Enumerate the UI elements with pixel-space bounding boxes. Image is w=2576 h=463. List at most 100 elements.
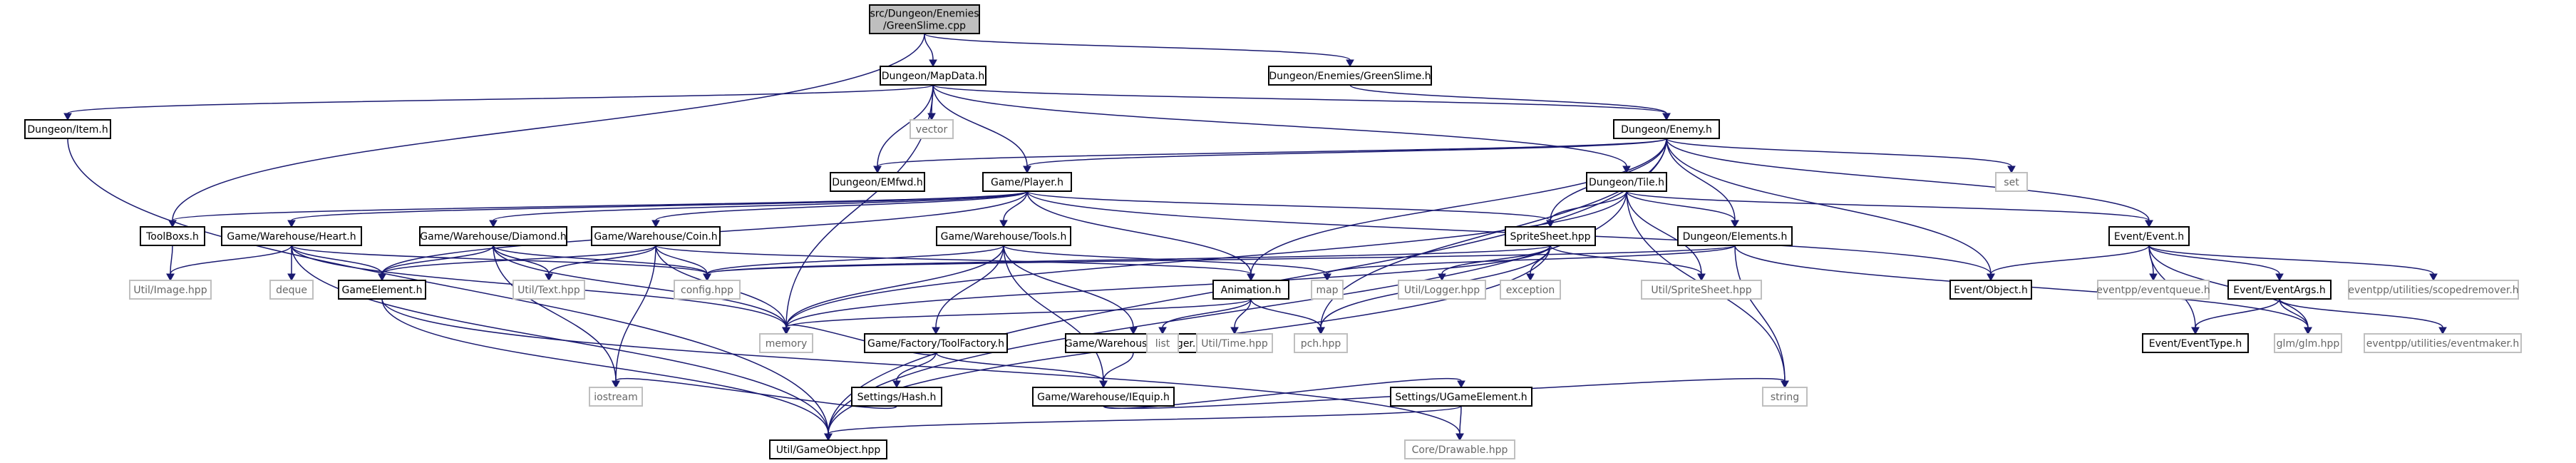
node-item[interactable]: Dungeon/Item.h [24, 119, 111, 139]
node-iequip[interactable]: Game/Warehouse/IEquip.h [1032, 387, 1175, 407]
node-label: eventpp/utilities/eventmaker.h [2366, 338, 2520, 350]
node-gameelement[interactable]: GameElement.h [338, 280, 426, 300]
node-label: Util/GameObject.hpp [776, 444, 881, 456]
node-box [589, 387, 643, 407]
edge-eventargs-to-eventtype [2191, 298, 2280, 335]
node-box [1762, 387, 1808, 407]
node-label: config.hpp [681, 285, 733, 296]
node-box [869, 4, 980, 34]
edge-event-to-object [1987, 245, 2150, 282]
node-label: Dungeon/Enemy.h [1621, 124, 1712, 136]
edge-toolfactory-to-memory [782, 324, 937, 356]
edge-player-to-coin [651, 190, 1028, 228]
node-tools[interactable]: Game/Warehouse/Tools.h [936, 226, 1071, 246]
node-box [2227, 280, 2332, 300]
node-label: exception [1506, 285, 1555, 296]
node-greenslime_h[interactable]: Dungeon/Enemies/GreenSlime.h [1268, 66, 1432, 86]
node-label: Settings/Hash.h [857, 392, 937, 403]
node-label: GameElement.h [342, 285, 423, 296]
node-hash[interactable]: Settings/Hash.h [851, 387, 942, 407]
node-gameobject[interactable]: Util/GameObject.hpp [769, 439, 887, 459]
node-label: Event/EventType.h [2149, 338, 2242, 350]
node-emfwd[interactable]: Dungeon/EMfwd.h [830, 172, 925, 192]
node-eventargs[interactable]: Event/EventArgs.h [2227, 280, 2332, 300]
node-label: Util/Text.hpp [517, 285, 580, 296]
edge-tools-to-toolfactory [932, 245, 1004, 335]
graph-nodes: src/Dungeon/Enemies/GreenSlime.cppDungeo… [24, 4, 2522, 459]
node-logger: Util/Logger.hpp [1398, 280, 1486, 300]
edge-heart-to-image [166, 245, 292, 282]
node-label: Util/Logger.hpp [1404, 285, 1480, 296]
node-box [1677, 226, 1793, 246]
node-box [221, 226, 362, 246]
node-diamond[interactable]: Game/Warehouse/Diamond.h [419, 226, 567, 246]
node-mapdata[interactable]: Dungeon/MapData.h [880, 66, 986, 86]
node-box [910, 119, 954, 139]
node-box [591, 226, 721, 246]
node-box [140, 226, 205, 246]
node-label: Util/SpriteSheet.hpp [1651, 285, 1751, 296]
node-label: eventpp/eventqueue.h [2096, 285, 2210, 296]
node-tile[interactable]: Dungeon/Tile.h [1586, 172, 1667, 192]
node-label: Core/Drawable.hpp [1412, 444, 1508, 456]
edge-diamond-to-config [493, 245, 711, 282]
node-box [759, 333, 813, 353]
node-box [880, 66, 986, 86]
node-enemy[interactable]: Dungeon/Enemy.h [1613, 119, 1720, 139]
node-time: Util/Time.hpp [1196, 333, 1273, 353]
node-util_ss: Util/SpriteSheet.hpp [1641, 280, 1762, 300]
node-event[interactable]: Event/Event.h [2108, 226, 2190, 246]
edge-player-to-toolboxs [168, 190, 1028, 228]
edge-player-to-heart [287, 190, 1028, 228]
node-animation[interactable]: Animation.h [1212, 280, 1289, 300]
node-box [1196, 333, 1273, 353]
node-string: string [1762, 387, 1808, 407]
node-iostream: iostream [589, 387, 643, 407]
node-label: list [1155, 338, 1170, 350]
node-root[interactable]: src/Dungeon/Enemies/GreenSlime.cpp [869, 4, 980, 34]
node-box [1212, 280, 1289, 300]
edge-toolfactory-to-hash [892, 352, 937, 389]
edge-mapdata-to-item [63, 84, 934, 121]
node-label: deque [276, 285, 307, 296]
edge-tile-to-event [1626, 190, 2153, 228]
node-elements[interactable]: Dungeon/Elements.h [1677, 226, 1793, 246]
node-box [2348, 280, 2519, 300]
node-label: Settings/UGameElement.h [1395, 392, 1527, 403]
edge-elements-to-string [1734, 245, 1789, 389]
edge-spritesheet-to-logger [1438, 245, 1551, 282]
node-label: Game/Player.h [991, 177, 1063, 188]
node-label: /GreenSlime.cpp [883, 21, 966, 32]
node-toolboxs[interactable]: ToolBoxs.h [140, 226, 205, 246]
node-box [2097, 280, 2210, 300]
node-box [1641, 280, 1762, 300]
node-object[interactable]: Event/Object.h [1949, 280, 2032, 300]
node-eventtype[interactable]: Event/EventType.h [2142, 333, 2249, 353]
edge-ugameelement-to-gameobject [824, 405, 1462, 442]
node-box [512, 280, 585, 300]
node-ugameelement[interactable]: Settings/UGameElement.h [1390, 387, 1532, 407]
node-label: memory [766, 338, 808, 350]
node-coin[interactable]: Game/Warehouse/Coin.h [591, 226, 721, 246]
node-box [1586, 172, 1667, 192]
node-eventmaker: eventpp/utilities/eventmaker.h [2364, 333, 2522, 353]
node-deque: deque [269, 280, 314, 300]
node-label: Dungeon/Item.h [27, 124, 108, 136]
node-label: Dungeon/Enemies/GreenSlime.h [1269, 71, 1431, 82]
edge-hash-to-iostream [612, 377, 897, 409]
edge-root-to-greenslime_h [924, 33, 1354, 68]
node-pch: pch.hpp [1294, 333, 1348, 353]
node-label: string [1771, 392, 1799, 403]
node-label: iostream [594, 392, 638, 403]
node-player[interactable]: Game/Player.h [982, 172, 1072, 192]
node-label: Game/Warehouse/IEquip.h [1037, 392, 1170, 403]
node-label: Game/Warehouse/Coin.h [594, 231, 717, 243]
node-heart[interactable]: Game/Warehouse/Heart.h [221, 226, 362, 246]
node-box [674, 280, 741, 300]
node-toolfactory[interactable]: Game/Factory/ToolFactory.h [864, 333, 1008, 353]
node-box [769, 439, 887, 459]
node-dagger[interactable]: Game/Warehouse/Dagger.h [1065, 333, 1202, 353]
node-spritesheet[interactable]: SpriteSheet.hpp [1505, 226, 1596, 246]
edge-eventargs-to-eventmaker [2279, 298, 2447, 335]
edge-coin-to-iostream [612, 245, 656, 389]
